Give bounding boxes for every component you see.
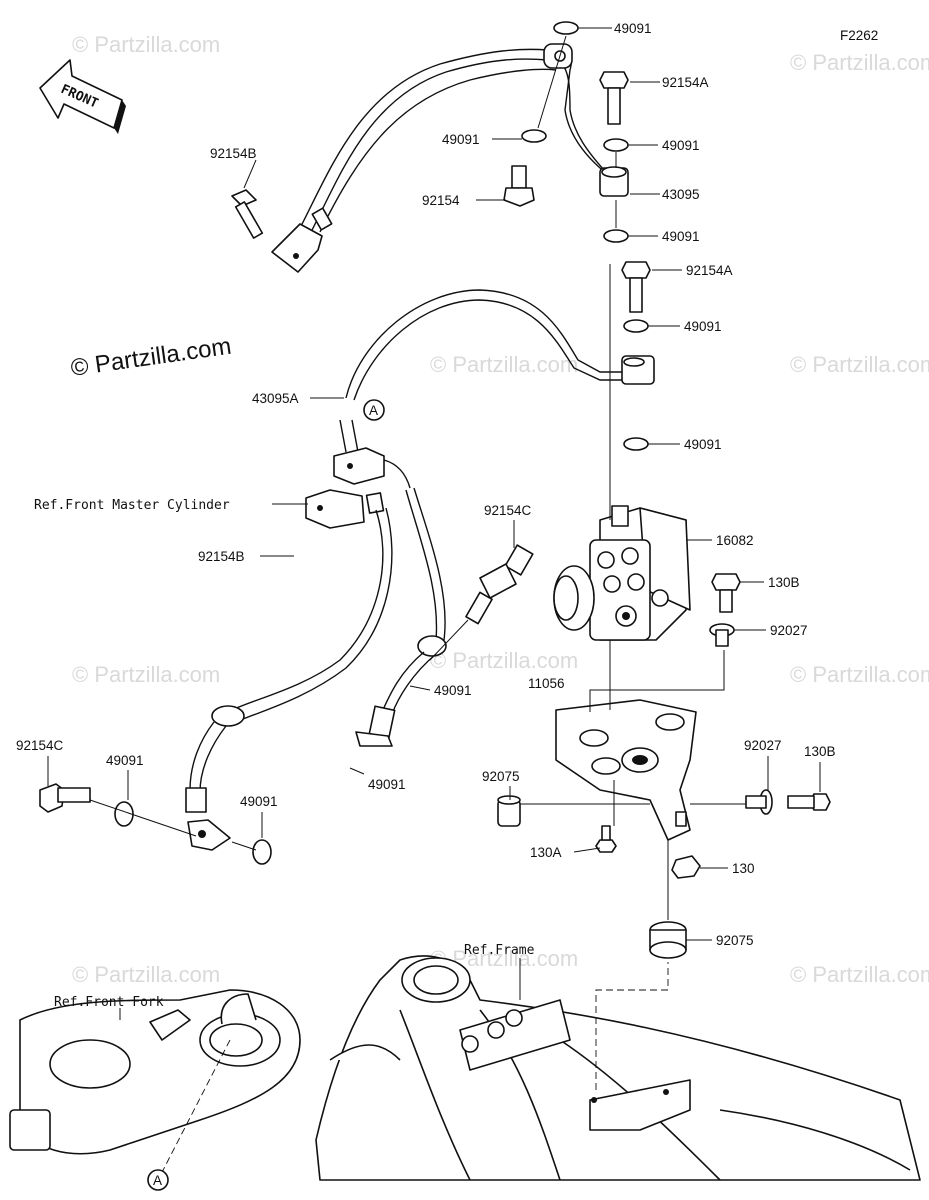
washer-icon [553,21,579,35]
upper-brake-hose [271,43,629,273]
front-arrow-icon: FRONT [39,59,126,134]
part-label: 49091 [434,683,472,698]
bolt-icon [231,189,264,239]
figure-code: F2262 [840,28,878,43]
watermark: © Partzilla.com [790,662,929,687]
watermark: © Partzilla.com [72,962,220,987]
bolt-icon [711,573,741,613]
reference-label: Ref.Front Master Cylinder [34,498,230,513]
bolt-icon [595,825,617,853]
part-label: 49091 [684,437,722,452]
part-label: 92154C [484,503,532,518]
washer-icon [114,801,134,827]
washer-icon [603,229,629,243]
part-label: 130A [530,845,562,860]
part-label: 49091 [106,753,144,768]
marker-a-bottom: A [147,1169,169,1191]
part-label: 92154 [422,193,460,208]
part-label: 49091 [684,319,722,334]
part-label: 92154C [16,738,64,753]
part-label: 92154B [210,146,257,161]
washer-icon [623,437,649,451]
mounting-guide-line [157,1039,231,1181]
grommet-icon [649,921,687,959]
part-label: 49091 [662,229,700,244]
watermark: © Partzilla.com [430,648,578,673]
washer-icon [252,839,272,865]
collar-icon [745,789,773,815]
master-cylinder-bracket [305,489,385,529]
lower-brake-hoses [185,487,447,851]
watermarks: © Partzilla.com © Partzilla.com © Partzi… [72,32,929,987]
banjo-bolt-icon [621,261,651,313]
leader-lines [47,27,821,941]
marker-a-top-label: A [369,403,378,418]
banjo-bolt-icon [465,544,534,625]
part-label: 49091 [662,138,700,153]
reference-label: Ref.Front Fork [54,995,164,1010]
part-label: 92154A [662,75,709,90]
bolt-icon [787,793,831,811]
watermark: © Partzilla.com [790,352,929,377]
part-label: 92075 [716,933,754,948]
frame-reference [315,955,921,1181]
hose-junction-block [333,447,411,489]
part-label: 130B [768,575,800,590]
part-label: 43095A [252,391,299,406]
marker-a-bottom-label: A [153,1173,162,1188]
abs-unit [553,505,691,641]
part-label: 130 [732,861,755,876]
banjo-bolt-icon [599,71,629,125]
nut-icon [671,855,701,879]
part-label: 49091 [442,132,480,147]
left-banjo-fitting [39,783,91,813]
washer-icon [623,319,649,333]
mounting-guide-line [595,962,669,1090]
middle-brake-hose [339,289,655,453]
part-label: 49091 [240,794,278,809]
grommet-icon [497,795,521,827]
part-label: 49091 [368,777,406,792]
abs-bracket [555,699,697,841]
part-label: 11056 [528,676,565,691]
part-label: 49091 [614,21,652,36]
watermark: © Partzilla.com [790,50,929,75]
watermark: © Partzilla.com [72,662,220,687]
watermark-main: © Partzilla.com [69,333,233,382]
watermark: © Partzilla.com [430,352,578,377]
part-label: 130B [804,744,836,759]
part-label: 92027 [770,623,808,638]
washer-icon [603,138,629,152]
watermark: © Partzilla.com [790,962,929,987]
part-label: 92154B [198,549,245,564]
collar-icon [709,623,735,647]
part-labels: 49091 92154A 49091 49091 43095 49091 921… [16,21,836,1010]
watermark: © Partzilla.com [72,32,220,57]
part-label: 92027 [744,738,782,753]
part-label: 16082 [716,533,754,548]
front-fork-reference [9,989,301,1155]
part-label: 92075 [482,769,520,784]
reference-label: Ref.Frame [464,943,535,958]
washer-icon [521,129,547,143]
bleeder-bolt-icon [503,165,535,207]
part-label: 92154A [686,263,733,278]
marker-a-top: A [363,399,385,421]
part-label: 43095 [662,187,700,202]
